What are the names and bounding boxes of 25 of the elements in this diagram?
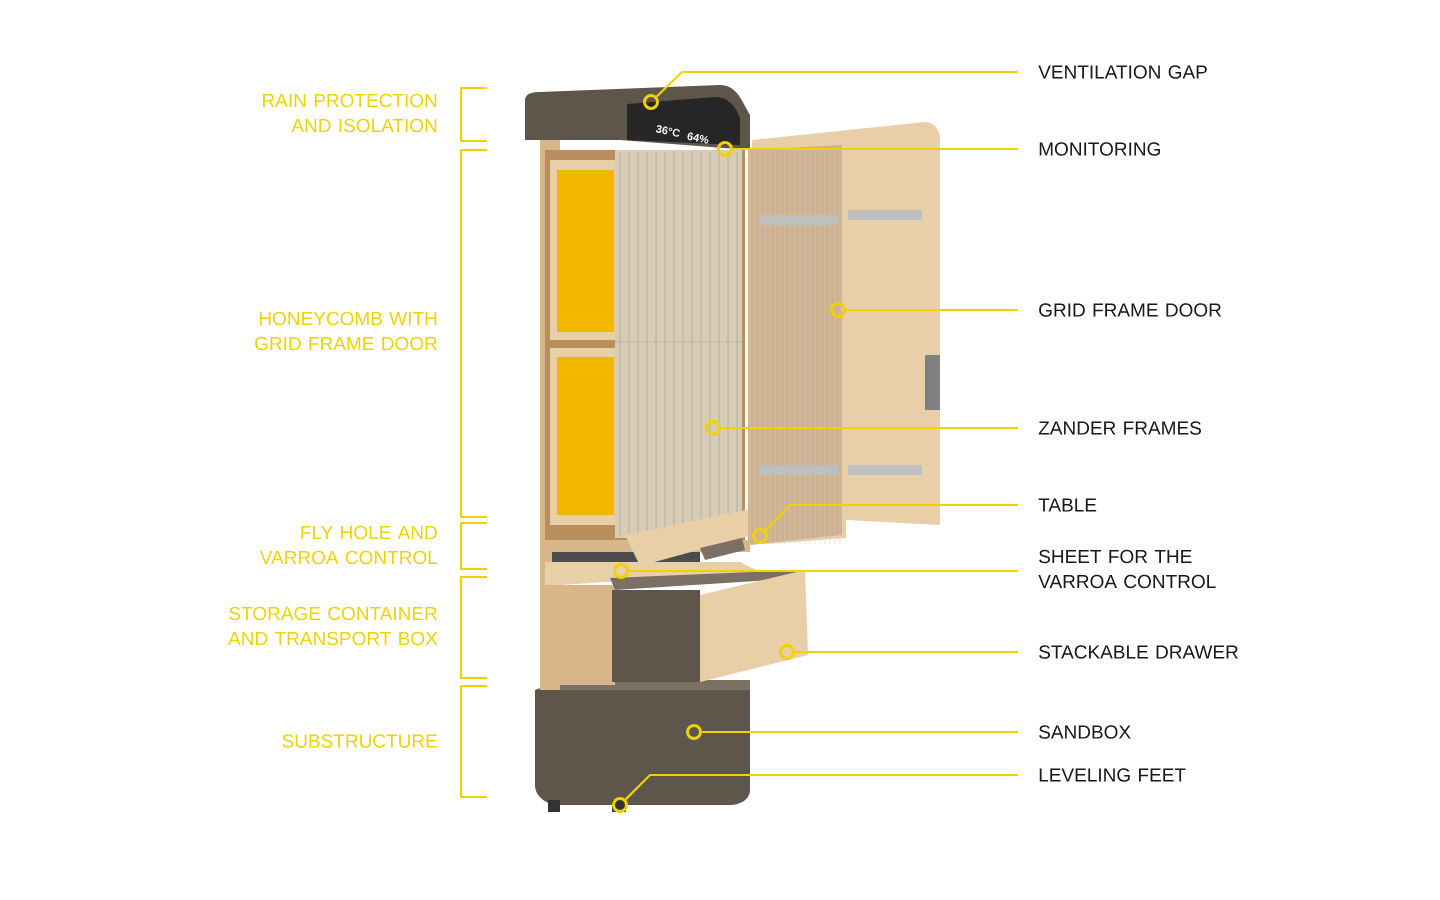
callout-label: GRID FRAME DOOR	[1039, 303, 1221, 317]
section-label: SUBSTRUCTURE	[282, 734, 437, 748]
leader-line	[846, 308, 1018, 312]
display-reading: 36°C	[655, 125, 680, 137]
section-label: STORAGE CONTAINER AND TRANSPORT BOX	[228, 606, 438, 646]
callout-label: TABLE	[1038, 498, 1097, 512]
leader-line	[721, 426, 1018, 430]
section-label: RAIN PROTECTION AND ISOLATION	[263, 93, 437, 133]
display-reading: 64%	[687, 132, 709, 144]
section-label: FLY HOLE AND VARROA CONTROL	[259, 525, 438, 565]
callout-label: SANDBOX	[1039, 725, 1131, 739]
leader-line	[629, 569, 1018, 573]
leader-line	[624, 773, 1018, 801]
leader-line	[702, 730, 1018, 734]
callout-label: MONITORING	[1039, 142, 1160, 156]
callout-label: VENTILATION GAP	[1038, 65, 1207, 79]
leader-line	[733, 147, 1018, 151]
leader-line	[795, 650, 1018, 654]
callout-label: LEVELING FEET	[1039, 768, 1186, 782]
callout-label: STACKABLE DRAWER	[1039, 645, 1238, 659]
section-label: HONEYCOMB WITH GRID FRAME DOOR	[255, 311, 437, 351]
callout-label: ZANDER FRAMES	[1038, 421, 1201, 435]
leader-line	[656, 70, 1018, 98]
callout-label: SHEET FOR THE VARROA CONTROL	[1038, 549, 1216, 589]
leader-line	[764, 503, 1018, 532]
